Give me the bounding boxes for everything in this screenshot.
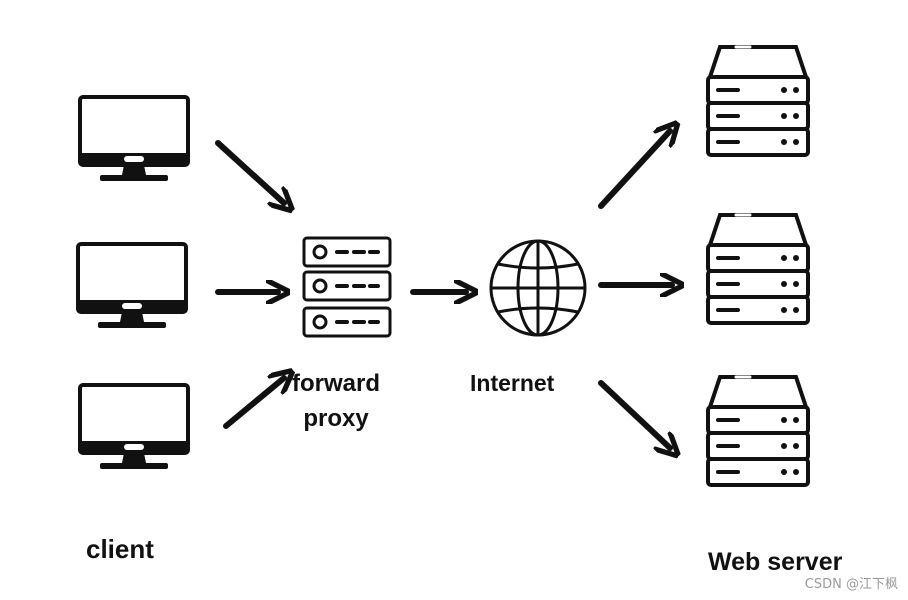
client-monitor-icon-3: [78, 383, 190, 469]
client-monitor-icon-2: [76, 242, 188, 328]
arrow-internet-to-server3: [598, 380, 670, 448]
arrow-client1-to-proxy: [215, 140, 284, 203]
internet-globe-icon: [489, 239, 587, 337]
internet-label: Internet: [470, 370, 555, 396]
web-server-icon-1: [706, 45, 810, 157]
proxy-server-icon: [302, 236, 392, 338]
client-monitor-icon-1: [78, 95, 190, 181]
forward-proxy-label: forward proxy: [292, 366, 380, 436]
web-server-label: Web server: [708, 548, 843, 576]
arrow-client3-to-proxy: [223, 378, 284, 429]
web-server-icon-2: [706, 213, 810, 325]
forward-proxy-label-line1: forward: [292, 370, 381, 397]
client-label: client: [86, 534, 154, 564]
forward-proxy-label-line2: proxy: [303, 405, 369, 432]
watermark: CSDN @江下枫: [804, 577, 898, 592]
web-server-icon-3: [706, 375, 810, 487]
arrow-internet-to-server1: [598, 131, 670, 209]
